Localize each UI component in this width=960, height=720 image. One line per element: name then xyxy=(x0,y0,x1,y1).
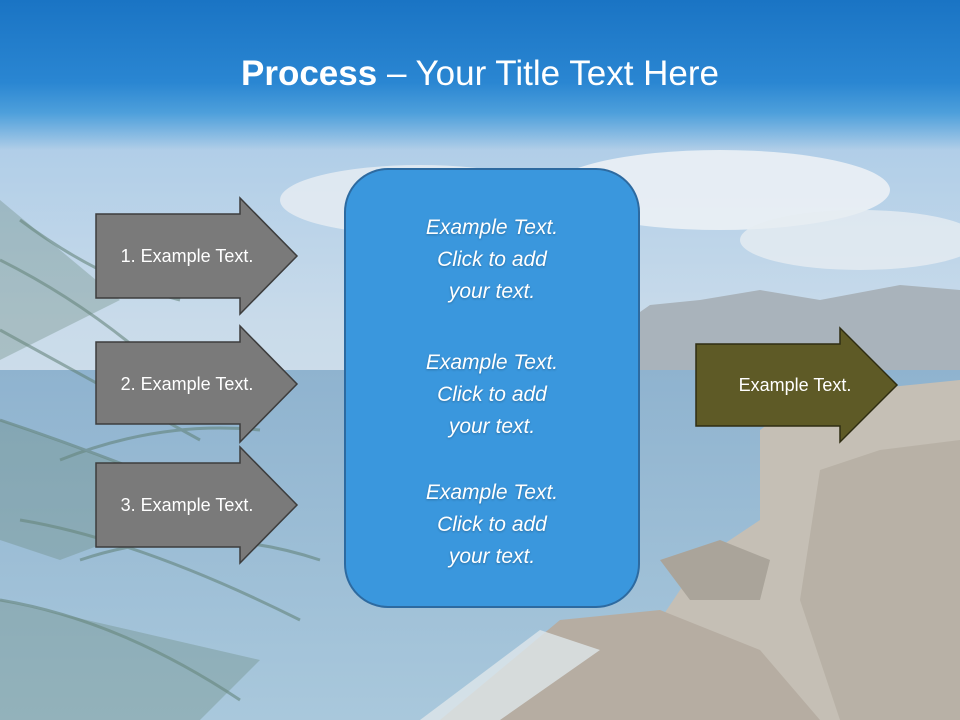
left-arrow-1-label[interactable]: 1. Example Text. xyxy=(120,246,254,266)
left-arrow-2-label[interactable]: 2. Example Text. xyxy=(120,374,254,394)
block-3-line-2: Click to add xyxy=(437,513,547,536)
title-band xyxy=(0,0,960,150)
block-1-line-1: Example Text. xyxy=(425,216,559,239)
block-3-line-3: your text. xyxy=(448,545,536,568)
block-2-line-1: Example Text. xyxy=(425,351,559,374)
left-arrow-2[interactable] xyxy=(95,324,299,444)
left-arrow-1[interactable] xyxy=(95,196,299,316)
center-text-block-1[interactable]: Example Text. Click to add your text. xyxy=(344,212,640,308)
right-arrow-label[interactable]: Example Text. xyxy=(738,375,852,395)
block-1-line-3: your text. xyxy=(448,280,536,303)
block-3-line-1: Example Text. xyxy=(425,481,559,504)
block-2-line-3: your text. xyxy=(448,415,536,438)
title-rest: – Your Title Text Here xyxy=(377,54,719,93)
block-2-line-2: Click to add xyxy=(437,383,547,406)
right-arrow[interactable] xyxy=(695,326,899,444)
center-content-box[interactable] xyxy=(344,168,640,608)
left-arrow-3[interactable] xyxy=(95,445,299,565)
left-arrow-3-label[interactable]: 3. Example Text. xyxy=(120,495,254,515)
slide-title: Process – Your Title Text Here xyxy=(0,52,960,96)
block-1-line-2: Click to add xyxy=(437,248,547,271)
title-bold: Process xyxy=(241,54,378,93)
center-text-block-3[interactable]: Example Text. Click to add your text. xyxy=(344,477,640,573)
center-text-block-2[interactable]: Example Text. Click to add your text. xyxy=(344,347,640,443)
